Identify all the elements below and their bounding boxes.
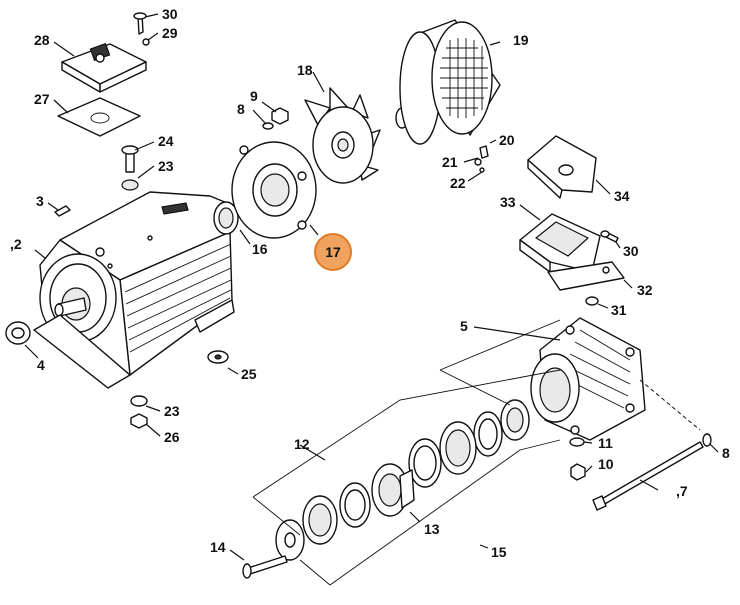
callout-13: 13	[424, 521, 440, 537]
bearing-16-part	[213, 201, 239, 235]
terminal-box-cover-part	[61, 42, 147, 93]
switch-box-33-part	[519, 213, 625, 291]
callout-17: 17	[325, 244, 341, 260]
callout-10: 10	[598, 456, 614, 472]
callout-14: 14	[210, 539, 226, 555]
washer-29-part	[142, 38, 150, 46]
callout-30-top: 30	[162, 6, 178, 22]
callout-34: 34	[614, 188, 630, 204]
washer-23b-part	[130, 395, 148, 407]
callout-18: 18	[297, 62, 313, 78]
callout-20: 20	[499, 132, 515, 148]
callout-11: 11	[598, 435, 613, 451]
pin-3-part	[54, 205, 71, 217]
callout-24: 24	[158, 133, 174, 149]
end-shield-17-part	[231, 141, 317, 239]
callout-2: ,2	[10, 236, 22, 252]
washer-23a-part	[121, 179, 139, 191]
callout-5: 5	[460, 318, 468, 334]
cover-34-part	[527, 135, 597, 199]
o-ring-11-part	[569, 437, 585, 447]
washer-22-part	[479, 167, 485, 173]
bearing-stack-part	[408, 399, 530, 488]
lock-washer-25-part	[207, 350, 229, 364]
tie-rod-7-part	[592, 441, 704, 511]
callout-23-upper: 23	[158, 158, 174, 174]
callout-28: 28	[34, 32, 50, 48]
callout-3: 3	[36, 193, 44, 209]
callout-4: 4	[37, 357, 45, 373]
shaft-seal-4-part	[5, 321, 31, 345]
callout-12: 12	[294, 436, 310, 452]
callout-33: 33	[500, 194, 516, 210]
callout-8-upper: 8	[237, 101, 245, 117]
callout-22: 22	[450, 175, 466, 191]
screw-14-part	[242, 555, 288, 579]
callout-23-lower: 23	[164, 403, 180, 419]
fan-cover-19-part	[399, 19, 501, 145]
pump-housing-5-part	[530, 317, 646, 441]
callout-9: 9	[250, 88, 258, 104]
thrust-washers-part	[275, 482, 371, 561]
nut-26-part	[130, 413, 148, 429]
motor-housing-part	[33, 191, 235, 389]
callout-30-lower: 30	[623, 243, 639, 259]
screw-30-part	[133, 12, 147, 35]
callout-32: 32	[637, 282, 653, 298]
washer-8b-part	[702, 433, 712, 447]
callout-17-highlight[interactable]: 17	[314, 233, 352, 271]
callout-25: 25	[241, 366, 257, 382]
callout-15: 15	[491, 544, 507, 560]
gasket-part	[57, 97, 141, 137]
callout-31: 31	[611, 302, 627, 318]
washer-8a-part	[262, 122, 274, 130]
o-ring-31-part	[585, 296, 599, 306]
callout-21: 21	[442, 154, 458, 170]
plug-10-part	[570, 463, 586, 481]
screw-30b-part	[600, 230, 619, 243]
callout-16: 16	[252, 241, 268, 257]
screw-20-part	[479, 145, 489, 159]
callout-8-lower: 8	[722, 445, 730, 461]
swash-plate-13-part	[371, 463, 415, 517]
fan-18-part	[304, 87, 381, 184]
callout-29: 29	[162, 25, 178, 41]
callout-26: 26	[164, 429, 180, 445]
callout-27: 27	[34, 91, 50, 107]
callout-19: 19	[513, 32, 529, 48]
callout-7: ,7	[676, 483, 688, 499]
screw-24-part	[121, 145, 139, 173]
washer-21-part	[474, 158, 482, 166]
